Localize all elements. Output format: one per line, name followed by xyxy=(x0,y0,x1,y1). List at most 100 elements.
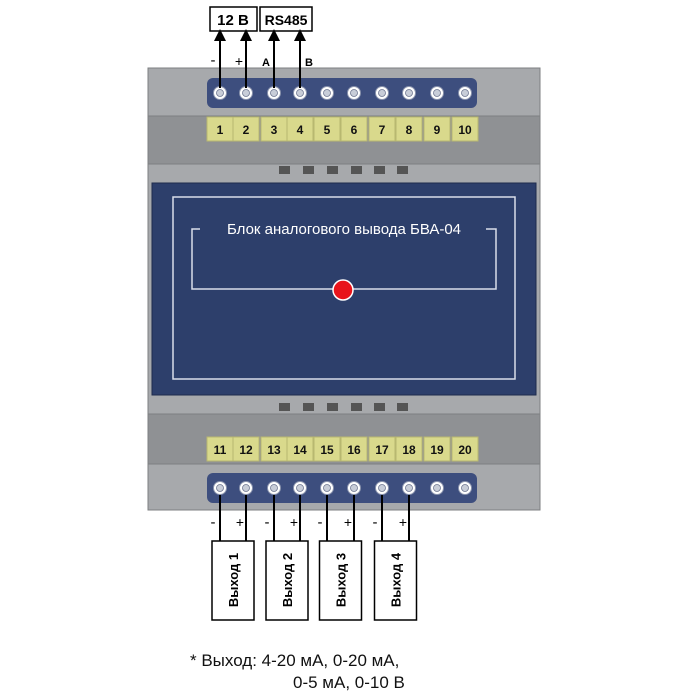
status-led xyxy=(332,279,354,301)
terminal-9: 9 xyxy=(423,116,451,142)
bottom-screws xyxy=(213,481,472,495)
screw-icon xyxy=(293,481,307,495)
rs485-b-label: B xyxy=(305,57,313,69)
terminal-number: 5 xyxy=(324,123,331,137)
screw-icon xyxy=(347,481,361,495)
terminal-cell xyxy=(451,116,479,142)
device-title: Блок аналогового вывода БВА-04 xyxy=(227,221,461,238)
terminal-cell xyxy=(232,436,260,462)
terminal-5: 5 xyxy=(313,116,341,142)
terminal-19: 19 xyxy=(423,436,451,462)
terminal-number: 6 xyxy=(351,123,358,137)
screw-icon xyxy=(375,86,389,100)
terminal-20: 20 xyxy=(451,436,479,462)
terminal-cell xyxy=(340,436,368,462)
terminal-cell xyxy=(423,436,451,462)
screw-icon xyxy=(458,481,472,495)
terminal-number: 19 xyxy=(430,443,444,457)
terminal-6: 6 xyxy=(340,116,368,142)
screw-icon xyxy=(293,86,307,100)
output-plus-sign: + xyxy=(399,514,407,530)
footnote-line-1: * Выход: 4-20 мА, 0-20 мА, xyxy=(190,651,400,670)
terminal-cell xyxy=(260,116,288,142)
rs485-label: RS485 xyxy=(265,12,308,28)
terminal-number: 8 xyxy=(406,123,413,137)
power-label: 12 В xyxy=(217,12,249,29)
output-3: - + Выход 3 xyxy=(318,495,363,621)
front-panel: Блок аналогового вывода БВА-04 xyxy=(151,182,537,396)
output-footnote: * Выход: 4-20 мА, 0-20 мА, 0-5 мА, 0-10 … xyxy=(190,650,530,694)
screw-icon xyxy=(320,481,334,495)
output-box xyxy=(265,540,309,621)
terminal-7: 7 xyxy=(368,116,396,142)
terminal-number: 16 xyxy=(347,443,361,457)
terminal-17: 17 xyxy=(368,436,396,462)
terminal-10: 10 xyxy=(451,116,479,142)
power-label-box xyxy=(209,6,258,32)
outputs: -+Выход 1-+Выход 2-+Выход 3-+Выход 4 xyxy=(211,495,418,621)
output-1: - + Выход 1 xyxy=(211,495,255,621)
terminal-cell xyxy=(286,116,314,142)
output-minus-sign: - xyxy=(265,514,270,531)
terminal-number: 20 xyxy=(458,443,472,457)
terminal-cell xyxy=(340,116,368,142)
output-4: - + Выход 4 xyxy=(373,495,418,621)
output-minus-sign: - xyxy=(318,514,323,531)
rs485-label-box xyxy=(259,6,313,32)
output-plus-sign: + xyxy=(290,514,298,530)
output-box xyxy=(211,540,255,621)
screw-icon xyxy=(430,481,444,495)
vent-slots-bottom xyxy=(279,403,408,411)
terminal-cell xyxy=(395,116,423,142)
screw-icon xyxy=(320,86,334,100)
screw-icon xyxy=(375,481,389,495)
screw-icon xyxy=(458,86,472,100)
screw-icon xyxy=(347,86,361,100)
output-minus-sign: - xyxy=(211,514,216,531)
screw-icon xyxy=(239,481,253,495)
terminal-cell xyxy=(451,436,479,462)
screw-icon xyxy=(267,481,281,495)
output-plus-sign: + xyxy=(236,514,244,530)
terminal-number: 13 xyxy=(267,443,281,457)
terminal-11: 11 xyxy=(206,436,234,462)
terminal-cell xyxy=(423,116,451,142)
terminal-15: 15 xyxy=(313,436,341,462)
terminal-12: 12 xyxy=(232,436,260,462)
screw-icon xyxy=(213,86,227,100)
top-screws xyxy=(213,86,472,100)
screw-icon xyxy=(430,86,444,100)
terminal-cell xyxy=(232,116,260,142)
terminal-number: 11 xyxy=(214,443,227,457)
output-plus-sign: + xyxy=(344,514,352,530)
terminal-number: 12 xyxy=(239,443,253,457)
terminal-number: 17 xyxy=(375,443,389,457)
output-label: Выход 1 xyxy=(226,553,241,607)
terminal-number: 2 xyxy=(243,123,250,137)
terminal-number: 4 xyxy=(297,123,304,137)
terminal-cell xyxy=(286,436,314,462)
terminal-number: 14 xyxy=(293,443,307,457)
power-connection: 12 В - + xyxy=(209,6,258,88)
screw-icon xyxy=(402,86,416,100)
output-label: Выход 3 xyxy=(334,553,349,607)
terminal-8: 8 xyxy=(395,116,423,142)
terminal-13: 13 xyxy=(260,436,288,462)
terminal-cell xyxy=(313,116,341,142)
terminal-16: 16 xyxy=(340,436,368,462)
output-box xyxy=(373,540,418,621)
rs485-a-label: A xyxy=(262,57,270,69)
screw-icon xyxy=(402,481,416,495)
terminal-cell xyxy=(368,436,396,462)
output-minus-sign: - xyxy=(373,514,378,531)
terminal-cell xyxy=(313,436,341,462)
vent-slots-top xyxy=(279,166,408,174)
output-label: Выход 4 xyxy=(389,552,404,607)
screw-icon xyxy=(267,86,281,100)
terminal-number: 3 xyxy=(271,123,278,137)
terminal-cell xyxy=(206,436,234,462)
output-box xyxy=(318,540,363,621)
